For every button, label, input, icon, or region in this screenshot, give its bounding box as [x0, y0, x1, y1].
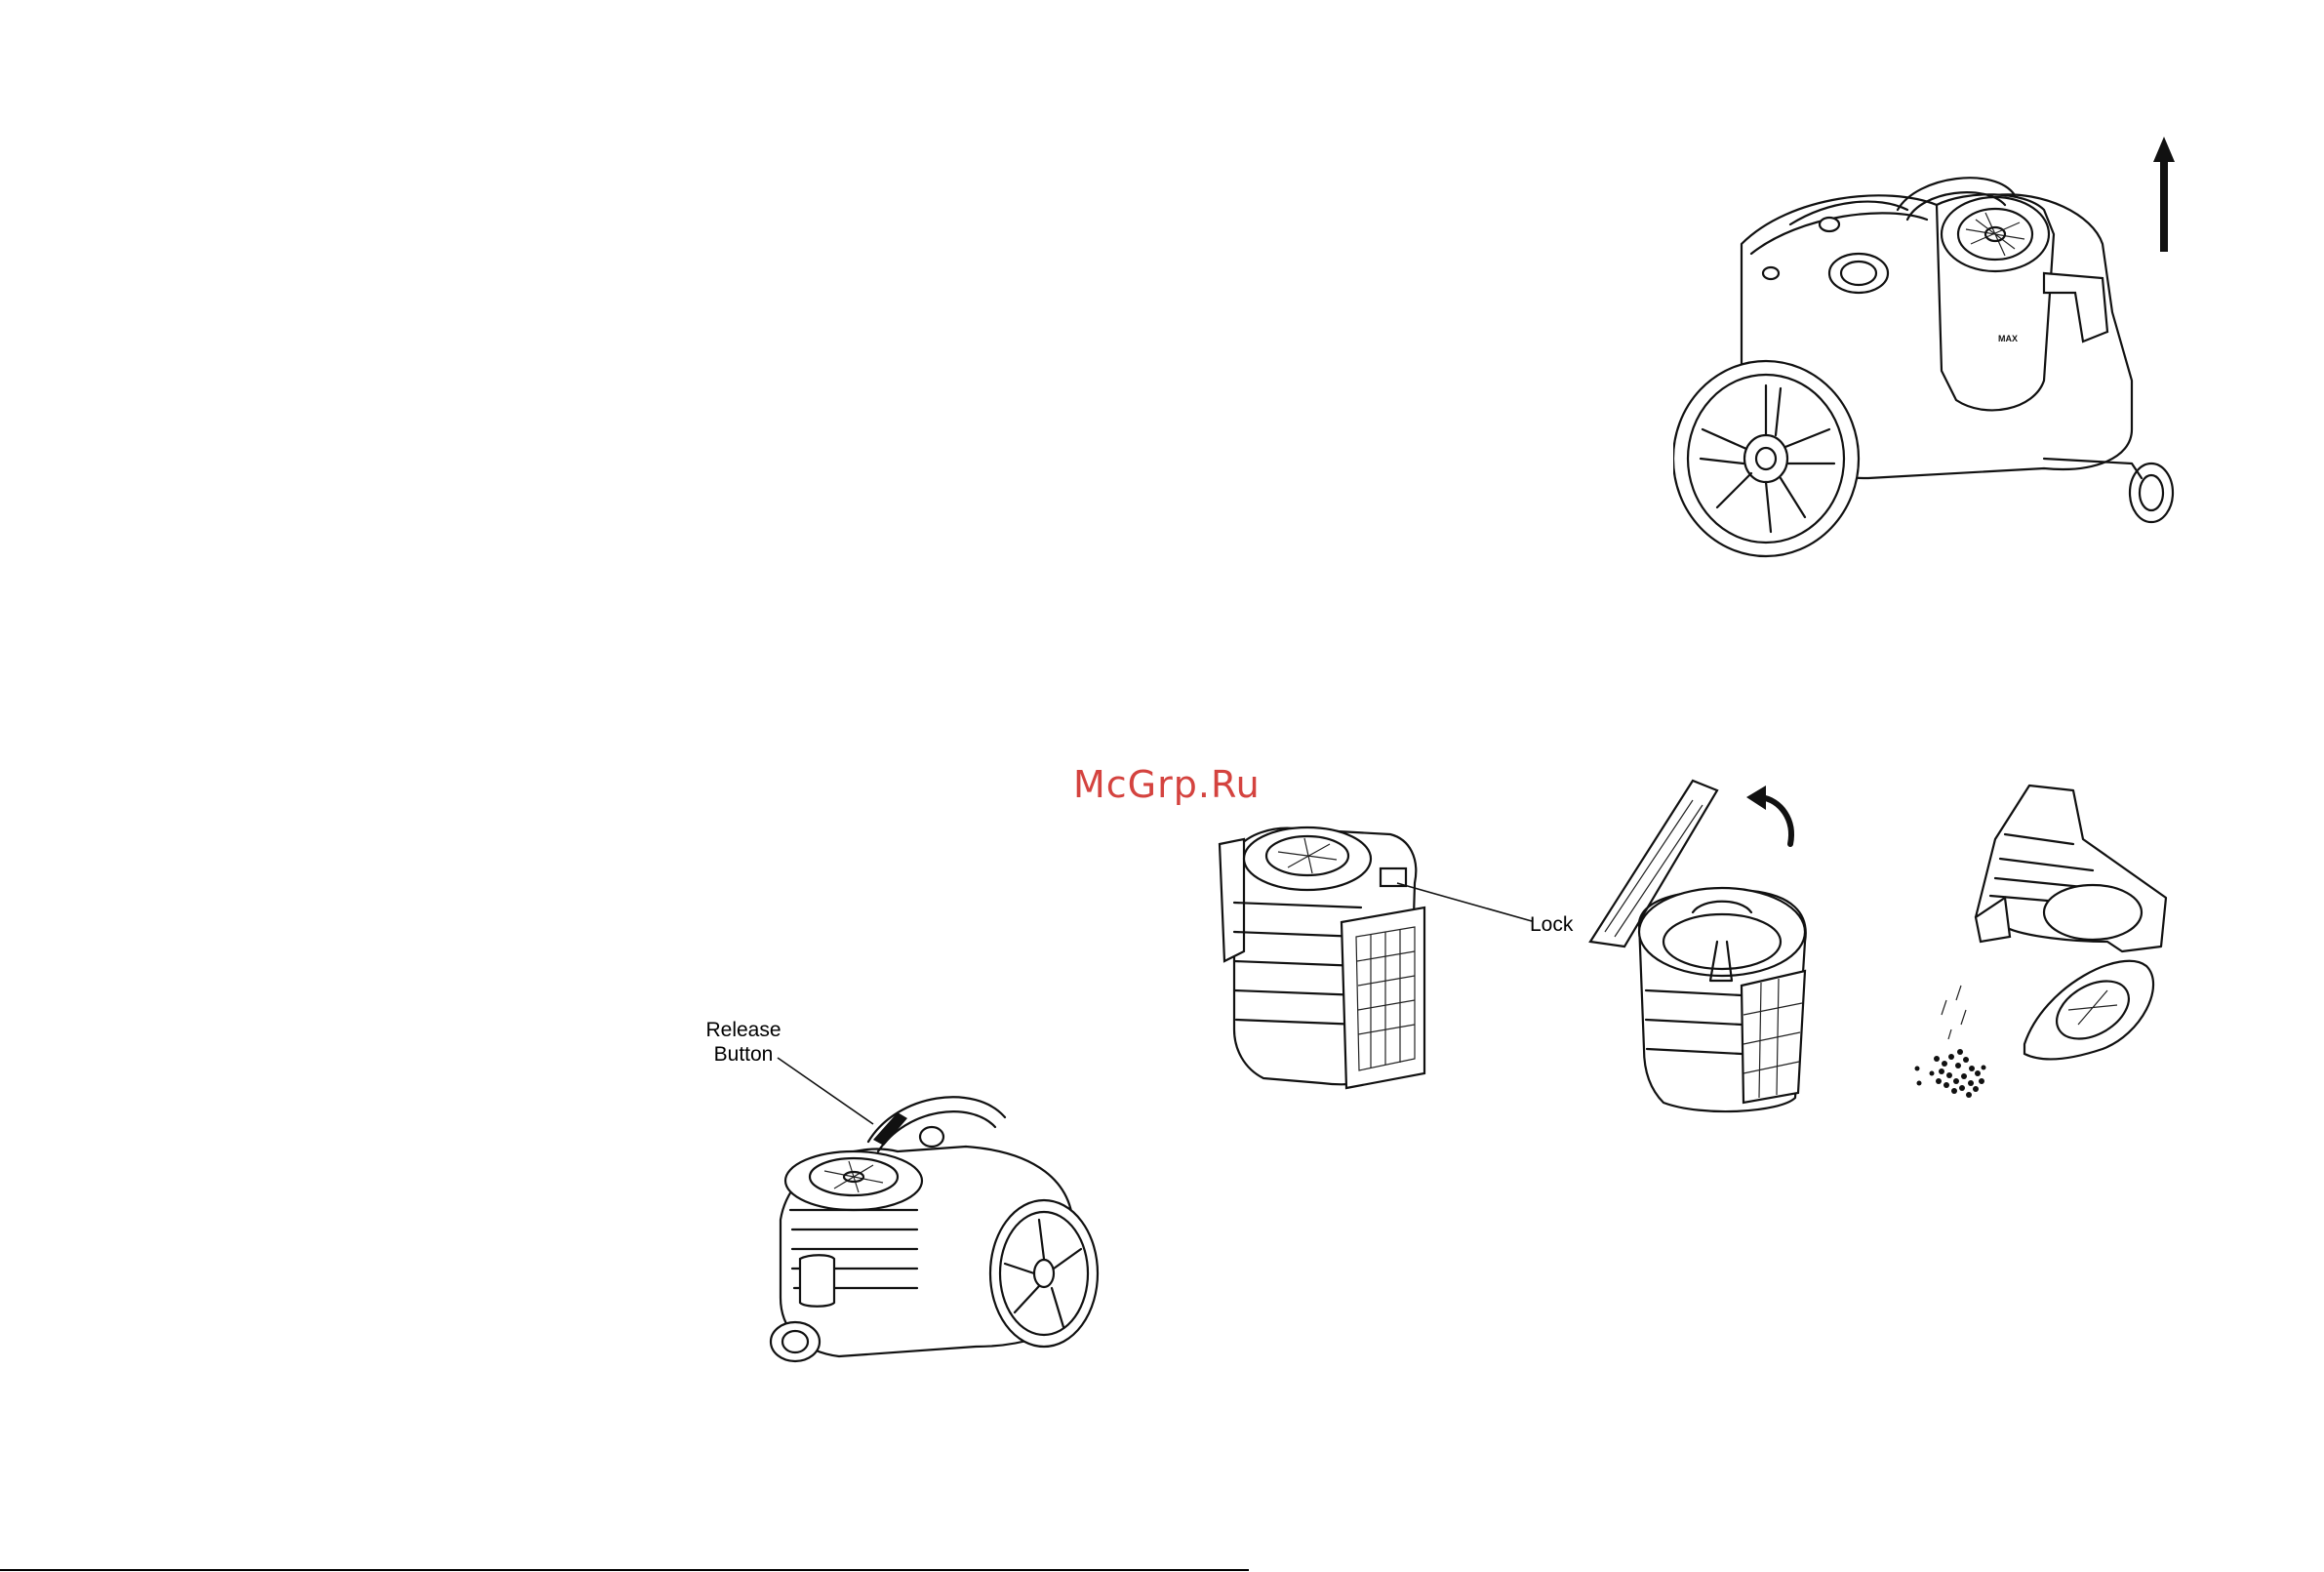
footer-rule [0, 1569, 1249, 1571]
figure-lift-container: MAX [1673, 137, 2181, 566]
lock-leader-line [1395, 878, 1542, 927]
release-leader-line [776, 1056, 883, 1134]
release-label-line1: Release [695, 1018, 792, 1042]
watermark: McGrp.Ru [1073, 763, 1261, 806]
rotate-arrow-icon [1746, 786, 1791, 844]
lock-label: Lock [1530, 912, 1579, 937]
up-arrow-icon [2153, 137, 2175, 252]
figure-container-lock [1215, 815, 1449, 1108]
figure-open-lid [1585, 776, 1849, 1117]
max-marking: MAX [1998, 334, 2018, 343]
figure-empty-dust [1878, 781, 2190, 1112]
dust-particles [1915, 1049, 1986, 1098]
